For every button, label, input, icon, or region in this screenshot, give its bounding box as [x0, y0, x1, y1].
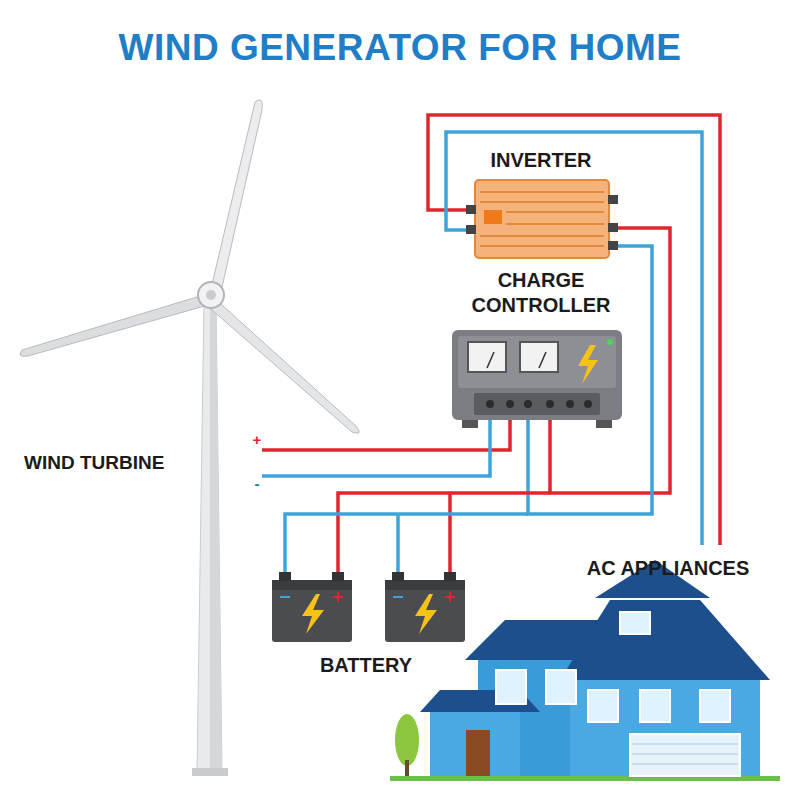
- battery-wire-blue: [396, 514, 400, 574]
- ac-wire-red: [428, 115, 720, 545]
- house: [390, 560, 780, 781]
- battery-wire-red: [448, 493, 452, 574]
- polarity-sign: -: [255, 475, 260, 494]
- polarity-sign: +: [253, 431, 262, 450]
- charge-controller: [452, 330, 622, 428]
- component-label: BATTERY: [320, 653, 412, 678]
- battery: [385, 572, 465, 642]
- battery-wire-red: [338, 493, 550, 574]
- ac-wire-blue: [446, 132, 702, 545]
- inverter: [466, 180, 618, 258]
- component-label: WIND TURBINE: [24, 451, 164, 475]
- battery: [272, 572, 352, 642]
- turbine-wire-blue: [262, 412, 490, 476]
- component-label: INVERTER: [490, 148, 591, 173]
- component-label: AC APPLIANCES: [587, 556, 750, 581]
- diagram-title: WIND GENERATOR FOR HOME: [118, 25, 681, 71]
- component-label: CHARGE CONTROLLER: [456, 268, 626, 318]
- battery-wire-blue: [285, 514, 528, 574]
- wind-turbine: [20, 100, 359, 776]
